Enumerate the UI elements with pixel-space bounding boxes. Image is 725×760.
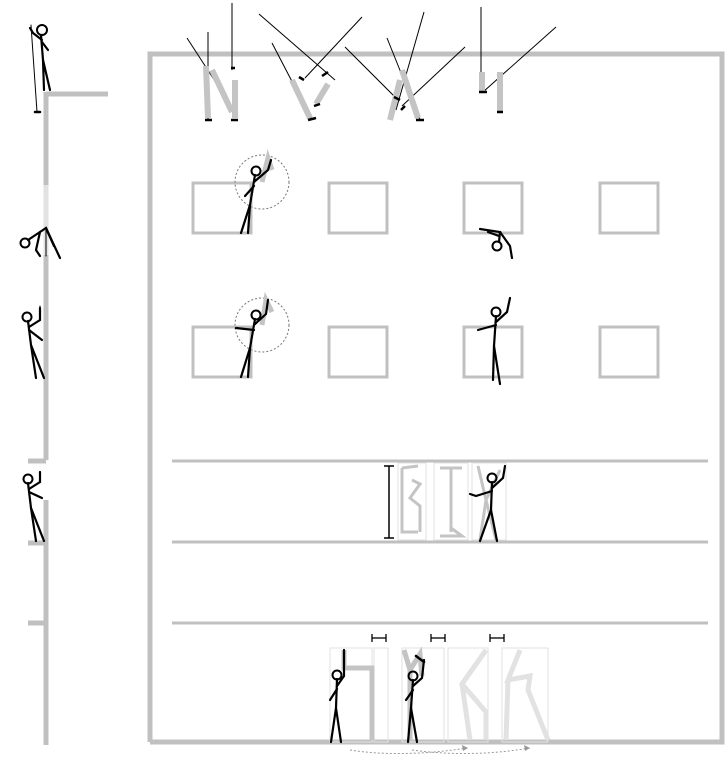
hanging-figure xyxy=(21,228,61,258)
windows xyxy=(193,183,658,377)
floor-bands xyxy=(172,461,708,623)
movement-arcs xyxy=(350,748,530,754)
span-markers xyxy=(372,634,504,642)
arc-arrowheads xyxy=(462,745,530,751)
window-r2-c2 xyxy=(329,327,387,377)
window-r1-c2 xyxy=(329,183,387,233)
ghost-pose-1 xyxy=(402,466,420,532)
ghost-seg-5 xyxy=(316,84,328,104)
standing-figure-window xyxy=(478,298,510,384)
clip-7 xyxy=(314,104,320,106)
figure-head xyxy=(23,313,32,322)
ghost-seg-4 xyxy=(292,80,310,118)
ghost-seg-7 xyxy=(402,70,418,118)
side-view-wall xyxy=(28,92,108,745)
ghost-pose-d xyxy=(506,650,548,740)
ghost-pose-2 xyxy=(440,468,462,536)
window-figure-row1 xyxy=(235,155,289,233)
climbing-figure-lower xyxy=(24,472,45,541)
window-r1-c3 xyxy=(464,183,522,233)
floor-band-sequence xyxy=(384,463,506,541)
figure-head xyxy=(493,242,502,251)
window-r2-c4 xyxy=(600,327,658,377)
ghost-seg-2 xyxy=(212,70,232,112)
movement-arc-1 xyxy=(350,748,468,754)
ghost-seg-1 xyxy=(206,66,208,118)
rope-12 xyxy=(483,27,556,92)
clip-5 xyxy=(299,77,304,80)
figure-head xyxy=(252,167,261,176)
facade-frame xyxy=(150,54,722,742)
rope-4 xyxy=(259,14,335,80)
ghost-pose-c xyxy=(462,650,486,740)
rope-clips xyxy=(205,68,503,120)
facade-outline xyxy=(150,54,722,742)
clip-10 xyxy=(401,106,405,110)
figure-head xyxy=(252,311,261,320)
clip-6 xyxy=(322,72,328,76)
rope-ghost-segments xyxy=(206,66,500,120)
figure-head xyxy=(37,25,47,35)
window-r1-c4 xyxy=(600,183,658,233)
ground-floor-sequence xyxy=(330,634,548,754)
climbing-figure-upper xyxy=(23,306,45,378)
rope-6 xyxy=(305,17,362,78)
window-figure-row2 xyxy=(235,298,289,377)
height-marker xyxy=(384,466,394,538)
ghost-pose-a xyxy=(344,650,372,740)
ghost-column-2 xyxy=(374,648,388,742)
